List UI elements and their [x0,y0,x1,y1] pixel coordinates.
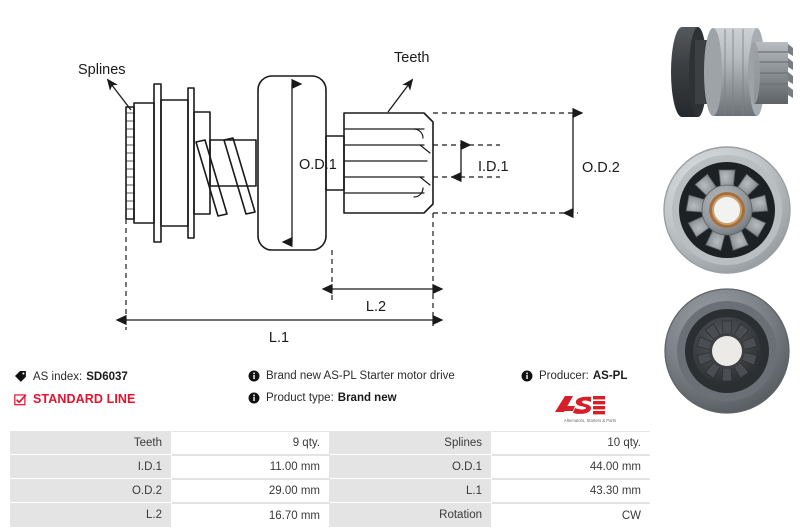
description-row: Brand new AS-PL Starter motor drive [248,370,455,382]
label-od1: O.D.1 [299,157,337,173]
label-l1: L.1 [269,330,289,346]
description-text: Brand new AS-PL Starter motor drive [266,370,455,382]
spec-key: Splines [330,431,492,455]
product-type-row: Product type: Brand new [248,392,397,404]
spec-key: Rotation [330,503,492,527]
as-index-row: AS index: SD6037 [14,370,128,383]
label-od2: O.D.2 [582,160,620,176]
table-row: Teeth 9 qty. Splines 10 qty. [10,431,650,455]
producer-value: AS-PL [592,370,628,382]
spec-value: CW [492,503,650,527]
producer-label: Producer: [539,370,589,382]
standard-line-label: STANDARD LINE [33,392,136,406]
product-type-value: Brand new [337,392,397,404]
product-type-label: Product type: [266,392,334,404]
product-photo-gallery [655,0,800,420]
spec-value: 44.00 mm [492,455,650,479]
info-icon [248,370,260,382]
spec-key: L.2 [10,503,172,527]
spec-key: O.D.2 [10,479,172,503]
as-pl-logo: Alternators, Starters & Parts [553,394,627,424]
label-teeth: Teeth [394,50,429,66]
label-splines: Splines [78,62,126,78]
standard-line-row: STANDARD LINE [14,392,135,406]
product-info-block: AS index: SD6037 STANDARD LINE [0,365,660,423]
tag-icon [14,370,27,383]
specifications-table: Teeth 9 qty. Splines 10 qty. I.D.1 11.00… [10,431,650,527]
photo-starter-drive-front-view [655,140,800,280]
spec-key: O.D.1 [330,455,492,479]
spec-value: 16.70 mm [172,503,330,527]
info-icon [248,392,260,404]
checkbox-checked-icon [14,393,27,406]
spec-key: Teeth [10,431,172,455]
photo-starter-drive-rear-view [655,282,800,420]
spec-value: 10 qty. [492,431,650,455]
logo-tagline: Alternators, Starters & Parts [564,418,616,423]
label-id1: I.D.1 [478,159,509,175]
spec-value: 11.00 mm [172,455,330,479]
spec-key: I.D.1 [10,455,172,479]
technical-drawing: Splines Teeth O.D.1 I.D.1 O.D.2 L.2 L.1 [78,50,620,346]
spec-value: 43.30 mm [492,479,650,503]
producer-row: Producer: AS-PL [521,370,627,382]
table-row: L.2 16.70 mm Rotation CW [10,503,650,527]
as-index-value: SD6037 [86,370,128,383]
table-row: I.D.1 11.00 mm O.D.1 44.00 mm [10,455,650,479]
table-row: O.D.2 29.00 mm L.1 43.30 mm [10,479,650,503]
info-icon [521,370,533,382]
spec-value: 9 qty. [172,431,330,455]
spec-key: L.1 [330,479,492,503]
photo-starter-drive-side-view [655,2,800,140]
as-index-label: AS index: [33,370,83,383]
spec-value: 29.00 mm [172,479,330,503]
label-l2: L.2 [366,299,386,315]
